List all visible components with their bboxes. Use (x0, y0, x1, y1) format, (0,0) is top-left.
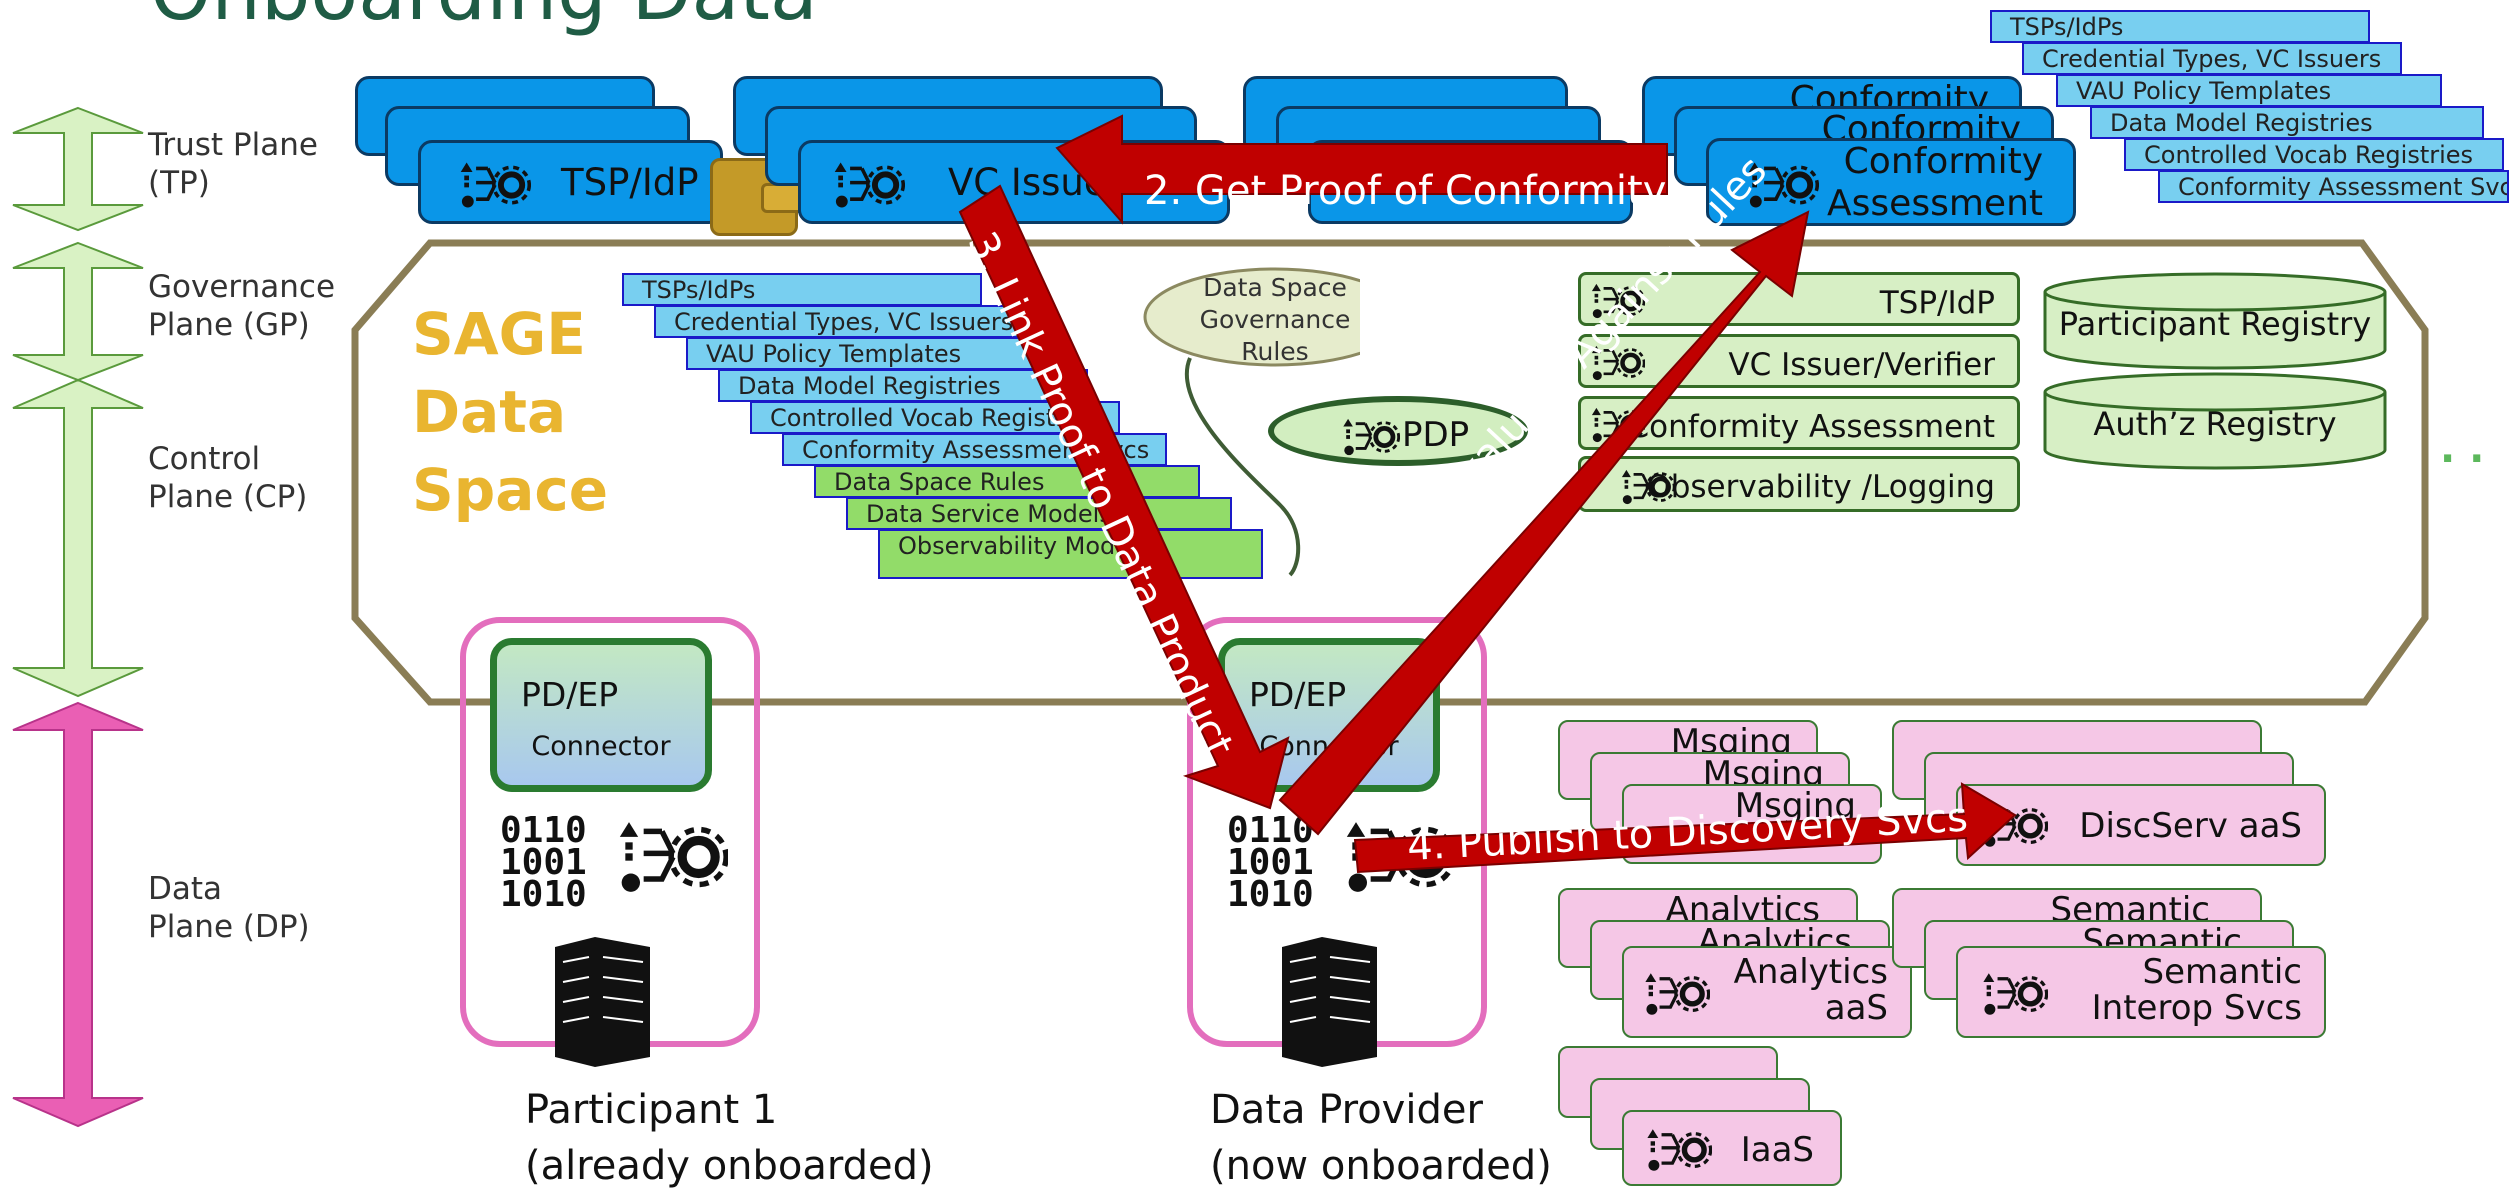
semantic-card: Semantic Interop Svcs (1956, 946, 2326, 1038)
tsp-label: TSP/IdP (561, 161, 699, 204)
registry-cylinders (2043, 272, 2387, 470)
sage-data-space-label: SAGE Data Space (412, 300, 609, 524)
tp-registry-item: TSPs/IdPs (1990, 10, 2370, 43)
conformity-label: Conformity Assessment (1827, 141, 2043, 224)
step-4-arrow (1353, 782, 2017, 874)
pdp-node: PDP (1268, 396, 1528, 466)
pd-ep-label: PD/EP (1249, 675, 1347, 714)
sage-service-observability: Observability /Logging (1578, 456, 2020, 512)
pdp-label: PDP (1402, 415, 1470, 455)
semantic-front-label: Semantic Interop Svcs (2091, 952, 2302, 1028)
tp-registry-item: Data Model Registries (2090, 106, 2484, 139)
data-plane-arrow (12, 701, 144, 1128)
gp-registry-item: TSPs/IdPs (622, 273, 982, 306)
control-plane-label: Control Plane (CP) (148, 441, 308, 515)
discserv-label: DiscServ aaS (2079, 806, 2302, 846)
gp-registry-item: Controlled Vocab Registries (750, 401, 1120, 434)
connector-label: Connector (531, 731, 671, 762)
gp-registry-item: Credential Types, VC Issuers (654, 305, 1026, 338)
gp-registry-item: Observability Models (878, 529, 1263, 579)
discserv-card: DiscServ aaS (1956, 784, 2326, 866)
governance-bubble-shape (1143, 267, 1360, 577)
server-rack-icon (1282, 937, 1377, 1067)
tp-registry-item: Credential Types, VC Issuers (2022, 42, 2402, 75)
authz-registry: Auth’z Registry (2093, 405, 2337, 443)
sage-service-vc: VC Issuer/Verifier (1578, 334, 2020, 388)
binary-data-icon: 0110 1001 1010 (500, 810, 587, 915)
data-provider-caption: Data Provider (now onboarded) (1210, 1087, 1552, 1189)
msging-label: Msging (1734, 786, 1856, 826)
analytics-front-label: Analytics aaS (1733, 952, 1888, 1028)
step-3-arrow (958, 184, 1290, 810)
control-plane-arrow (12, 378, 144, 698)
step-1-arrow (1278, 210, 1810, 836)
governance-rules-bubble: Data Space Governance Rules (1199, 273, 1351, 366)
participant-registry: Participant Registry (2058, 305, 2372, 343)
page-title: Onboarding Data (150, 0, 818, 38)
conformity-card: Conformity Assessment (1706, 138, 2076, 226)
analytics-card: Analytics aaS (1622, 946, 1912, 1038)
tp-registry-item: Controlled Vocab Registries (2124, 138, 2504, 171)
data-plane-label: Data Plane (DP) (148, 871, 310, 945)
sage-service-label: Observability /Logging (1646, 469, 1995, 505)
gp-registry-item: Data Service Models (846, 497, 1232, 530)
tp-registry-item: Conformity Assessment Svcs (2158, 170, 2509, 203)
sage-service-label: Conformity Assessment (1627, 409, 1995, 445)
sage-service-label: TSP/IdP (1879, 285, 1995, 321)
sage-service-tsp: TSP/IdP (1578, 272, 2020, 326)
step-2-arrow (1055, 114, 1668, 225)
sage-service-label: VC Issuer/Verifier (1728, 347, 1995, 383)
ellipsis-indicator: . . (2440, 426, 2485, 472)
governance-plane-label: Governance Plane (GP) (148, 269, 336, 343)
participant-1-caption: Participant 1 (already onboarded) (525, 1087, 934, 1189)
tsp-card: TSP/IdP (418, 140, 723, 224)
trust-plane-arrow (12, 106, 144, 232)
participant-1-connector: PD/EP Connector (490, 638, 712, 792)
pd-ep-label: PD/EP (521, 675, 619, 714)
iaas-label: IaaS (1740, 1130, 1814, 1170)
trust-plane-label: Trust Plane (TP) (148, 127, 318, 201)
server-rack-icon (555, 937, 650, 1067)
iaas-card: IaaS (1622, 1110, 1842, 1186)
gp-registry-item: Data Model Registries (718, 369, 1088, 402)
step-2-label: 2. Get Proof of Conformity (1144, 168, 1667, 214)
